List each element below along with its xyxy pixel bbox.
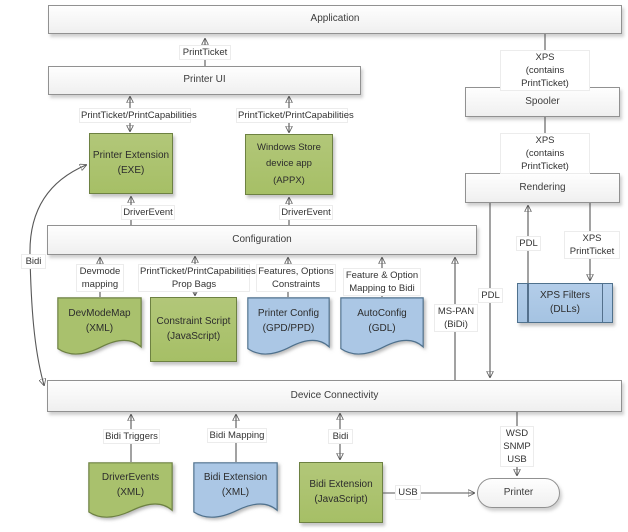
doc-driverevents: DriverEvents (XML) [88,462,173,522]
edge-label-propbags: PrintTicket/PrintCapabilities Prop Bags [138,264,256,292]
document-shape [247,297,330,355]
edge-label-ms-pan: MS-PAN (BiDi) [434,304,478,332]
edge-label-usb: USB [395,485,421,500]
node-constraint-script: Constraint Script (JavaScript) [150,297,237,362]
edge-label-xps-contains-2: XPS (contains PrintTicket) [500,133,590,174]
edge-label-bidi-mapping: Bidi Mapping [207,428,267,443]
node-device-connectivity: Device Connectivity [47,380,622,412]
node-configuration: Configuration [47,225,477,255]
edge-label-bidi-triggers: Bidi Triggers [103,429,160,444]
node-spooler: Spooler [465,87,620,117]
node-printer-ui: Printer UI [48,66,361,95]
edge-label-xps-printticket: XPS PrintTicket [564,231,620,259]
edge-label-features-options: Features, Options Constraints [256,264,336,292]
node-printer: Printer [477,478,560,508]
document-shape [193,462,278,518]
edge-label-xps-contains-1: XPS (contains PrintTicket) [500,50,590,91]
doc-bidi-extension-xml-label: Bidi Extension (XML) [203,472,268,498]
node-xps-filters: XPS Filters (DLLs) [517,283,613,323]
node-windows-store-device-app: Windows Store device app (APPX) [245,134,333,195]
doc-autoconfig: AutoConfig (GDL) [340,297,424,359]
edge-label-driverevent-left: DriverEvent [121,205,175,220]
predefined-process-bar-left [527,284,529,322]
edge-label-printticket: PrintTicket [179,45,231,60]
edge-label-devmode-mapping: Devmode mapping [76,264,124,292]
edge-label-wsd-snmp-usb: WSD SNMP USB [500,426,534,467]
doc-driverevents-label: DriverEvents (XML) [101,472,160,498]
doc-autoconfig-label: AutoConfig (GDL) [357,308,407,334]
edge-label-bidi-bottom: Bidi [328,429,353,444]
edge-label-ptpc-right: PrintTicket/PrintCapabilities [236,108,354,123]
doc-bidi-extension-xml: Bidi Extension (XML) [193,462,278,522]
node-bidi-extension-js: Bidi Extension (JavaScript) [299,462,383,523]
edge-label-pdl-right: PDL [516,236,541,251]
document-shape [88,462,173,518]
doc-devmodemap: DevModeMap (XML) [57,297,142,359]
document-shape [340,297,424,355]
edge-label-feature-option-bidi: Feature & Option Mapping to Bidi [343,268,421,296]
edge-label-ptpc-left: PrintTicket/PrintCapabilities [79,108,197,123]
doc-printer-config-label: Printer Config (GPD/PPD) [257,308,320,334]
edge-label-driverevent-right: DriverEvent [279,205,333,220]
node-application: Application [48,5,622,34]
node-printer-extension: Printer Extension (EXE) [89,133,173,194]
node-rendering: Rendering [465,173,620,203]
doc-printer-config: Printer Config (GPD/PPD) [247,297,330,359]
edge-label-bidi-left: Bidi [21,254,46,269]
edge-label-pdl-left: PDL [478,288,503,303]
doc-devmodemap-label: DevModeMap (XML) [68,308,131,334]
xps-filters-label: XPS Filters (DLLs) [539,289,590,316]
predefined-process-bar-right [601,284,603,322]
